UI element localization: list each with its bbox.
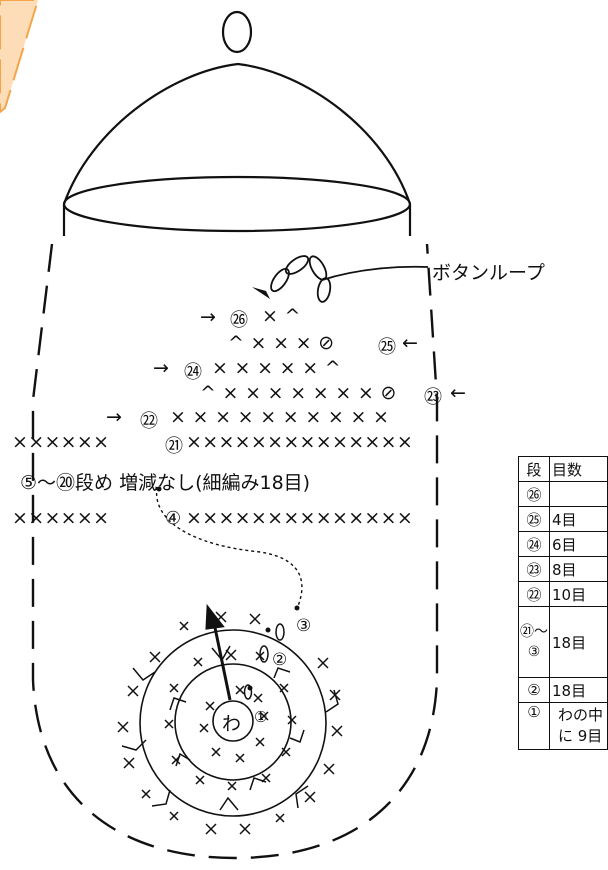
row26-arrow: → [200,306,217,328]
peach-decoration [0,0,40,114]
table-cell-count: 6目 [549,531,608,557]
row24-arrow: → [153,357,170,379]
table-cell-round: ① [518,702,550,750]
bag-outline [31,243,439,860]
table-cell-count: 18目 [549,606,608,678]
table-row: ㉓ 8目 [518,556,608,582]
increase-stitches [121,645,339,811]
hat-drawing [62,10,412,236]
stitch-count-table: 段 目数 ㉖ ㉕ 4目 ㉔ 6目 ㉓ 8目 ㉒ 10目 ㉑〜③ 18目 ② 18… [518,456,608,750]
table-row: ㉕ 4目 [518,506,608,532]
table-header-round: 段 [518,456,550,482]
table-row: ② 18目 [518,677,608,703]
round-25-number: ㉕ [378,337,396,358]
row24-stitches: × × × × × ^ [212,357,342,379]
round-21-number: ㉑ [165,436,183,457]
table-cell-count: 10目 [549,581,608,607]
table-cell-round: ㉖ [518,481,550,507]
table-header-count: 目数 [549,456,608,482]
round-26-number: ㉖ [230,310,248,331]
row25-arrow: ← [402,332,419,354]
row23-stitches: ^ × × × × × × × ⊘ [200,382,397,404]
start-arrow [205,603,232,701]
round-23-number: ㉓ [424,387,442,408]
crochet-pattern-diagram [0,0,439,860]
round-3-number: ③ [296,616,312,636]
table-cell-round: ㉑〜③ [518,606,550,678]
row23-arrow: ← [450,382,467,404]
table-row: ㉒ 10目 [518,581,608,607]
table-cell-count: わの中に 9目 [549,702,608,750]
round-2-number: ② [272,650,288,670]
center-ring-label: わ [222,713,242,735]
join-dotted-line [155,486,303,607]
round-4-number: ④ [165,508,182,529]
table-cell-count: 4目 [549,506,608,532]
table-cell-round: ㉕ [518,506,550,532]
round2-stitches [164,645,297,791]
row25-stitches: ^ × × × ⊘ [228,332,335,354]
button-loop-label: ボタンループ [432,262,545,284]
row22-stitches: × × × × × × × × × × [170,406,390,428]
table-header-row: 段 目数 [518,456,608,482]
start-pointer-icon [252,287,270,299]
round1-stitches [199,684,269,763]
table-cell-round: ㉒ [518,581,550,607]
table-cell-round: ㉔ [518,531,550,557]
row21-stitches-right: ×××××××××××××× [186,431,414,453]
round-24-number: ㉔ [184,362,202,383]
table-row: ㉖ [518,481,608,507]
table-row: ① わの中に 9目 [518,702,608,750]
table-cell-count: 8目 [549,556,608,582]
round-1-number: ① [254,708,268,726]
table-cell-round: ㉓ [518,556,550,582]
plain-rounds-label: ⑤〜⑳段め 増減なし(細編み18目) [20,472,311,494]
table-cell-count: 18目 [549,677,608,703]
row4-stitches-right: ×××××××××××××× [186,507,414,529]
table-cell-round: ② [518,677,550,703]
row22-arrow: → [106,406,123,428]
round-22-number: ㉒ [140,411,158,432]
round3-stitches [117,611,343,835]
table-row: ㉔ 6目 [518,531,608,557]
button-loop [270,255,429,303]
row4-stitches-left: ×××××× [12,507,110,529]
table-row: ㉑〜③ 18目 [518,606,608,678]
row21-stitches-left: ×××××× [12,431,110,453]
row26-stitches: × ^ [262,305,301,327]
table-cell-count [549,481,608,507]
